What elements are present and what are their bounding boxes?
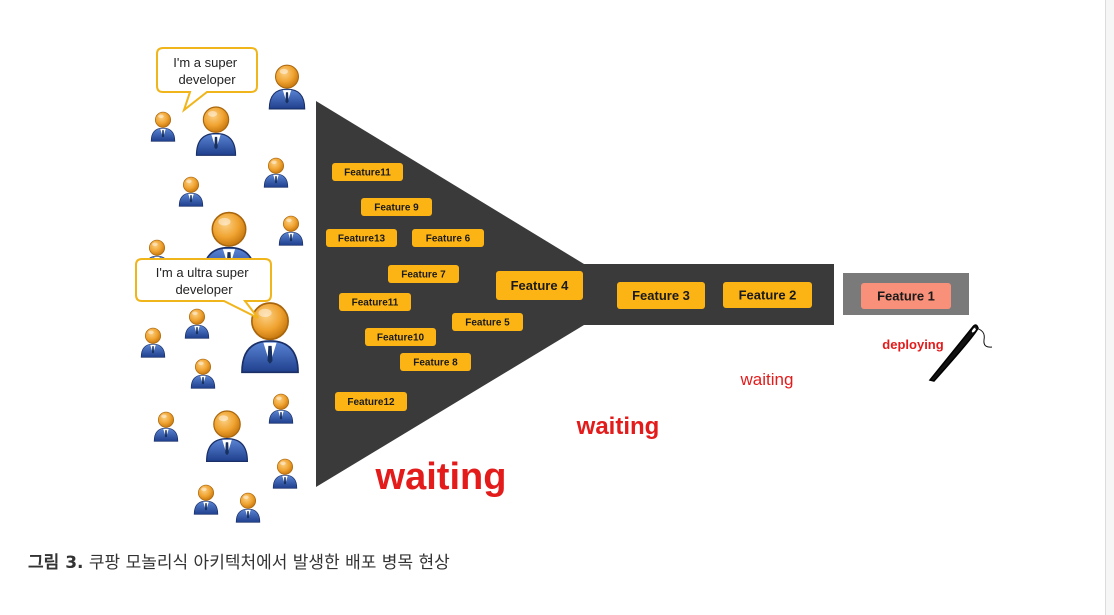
pipeline-feature: Feature 3 [617, 282, 705, 309]
pipeline-feature: Feature 2 [723, 282, 812, 308]
funnel-feature-box [400, 353, 471, 371]
developer-icon [150, 111, 176, 142]
funnel-feature-label: Feature11 [344, 168, 391, 179]
funnel-feature: Feature11 [332, 163, 403, 181]
funnel-feature-box [412, 229, 484, 247]
caption-prefix: 그림 3. [28, 553, 84, 573]
funnel-feature-box [339, 293, 411, 311]
funnel-feature-label: Feature13 [338, 234, 386, 245]
funnel-feature-label: Feature 9 [374, 203, 419, 214]
deploying-label: deploying [882, 337, 943, 352]
funnel-feature: Feature 5 [452, 313, 523, 331]
waiting-label-small: waiting [740, 370, 794, 389]
needle-icon [928, 324, 993, 382]
feature-4-box [496, 271, 583, 300]
funnel-feature-box [452, 313, 523, 331]
funnel-feature-label: Feature 8 [413, 358, 458, 369]
developer-icon [278, 215, 304, 246]
developer-icon [153, 411, 179, 442]
funnel-feature-label: Feature12 [347, 397, 395, 408]
developer-icon [190, 358, 216, 389]
pipeline-feature-box [723, 282, 812, 308]
scrollbar[interactable] [1105, 0, 1114, 615]
developer-icon [205, 410, 249, 463]
funnel-feature: Feature10 [365, 328, 436, 346]
developer-icon [195, 106, 237, 156]
funnel-feature: Feature11 [339, 293, 411, 311]
funnel-feature: Feature 7 [388, 265, 459, 283]
deploying-feature-box [861, 283, 951, 309]
funnel-feature: Feature12 [335, 392, 407, 411]
funnel-feature: Feature13 [326, 229, 397, 247]
pipeline-feature-label: Feature 3 [632, 288, 690, 303]
speech-bubble-super: I'm a super developer [156, 47, 258, 113]
feature-4: Feature 4 [496, 271, 583, 300]
funnel-feature-box [326, 229, 397, 247]
speech-bubble-ultra: I'm a ultra super developer [135, 258, 272, 319]
waiting-label-large: waiting [375, 456, 507, 498]
funnel-feature-box [365, 328, 436, 346]
bubble-line-2: I'm a ultra super developer [156, 265, 252, 297]
developer-icon [140, 327, 166, 358]
funnel-feature-box [361, 198, 432, 216]
deploying-feature: Feature 1 [861, 283, 951, 309]
funnel-feature-label: Feature10 [377, 333, 425, 344]
figure-caption: 그림 3. 쿠팡 모놀리식 아키텍처에서 발생한 배포 병목 현상 [28, 548, 450, 573]
developer-icon [184, 308, 210, 339]
developer-icon [268, 393, 294, 424]
funnel-shape [316, 101, 584, 487]
bubble-line-1: I'm a super developer [173, 55, 241, 87]
funnel-feature: Feature 9 [361, 198, 432, 216]
developer-icon [193, 484, 219, 515]
funnel-feature: Feature 6 [412, 229, 484, 247]
funnel-feature-label: Feature11 [352, 298, 399, 309]
caption-text: 쿠팡 모놀리식 아키텍처에서 발생한 배포 병목 현상 [83, 553, 450, 573]
deploying-feature-label: Feature 1 [877, 289, 935, 304]
funnel-feature-box [388, 265, 459, 283]
funnel-feature-box [335, 392, 407, 411]
feature-4-label: Feature 4 [511, 278, 570, 293]
developer-icon [178, 176, 204, 207]
pipeline-feature-box [617, 282, 705, 309]
deploy-bottleneck-diagram: I'm a super developer I'm a ultra super … [135, 47, 993, 523]
waiting-label-medium: waiting [576, 413, 660, 440]
funnel-feature-label: Feature 5 [465, 318, 510, 329]
developer-icon [268, 64, 306, 110]
funnel-feature-box [332, 163, 403, 181]
funnel-feature-label: Feature 7 [401, 270, 446, 281]
developer-icon [235, 492, 261, 523]
funnel-feature: Feature 8 [400, 353, 471, 371]
pipeline-feature-label: Feature 2 [739, 288, 797, 303]
developer-icon [272, 458, 298, 489]
developer-icon [263, 157, 289, 188]
funnel-feature-label: Feature 6 [426, 234, 471, 245]
